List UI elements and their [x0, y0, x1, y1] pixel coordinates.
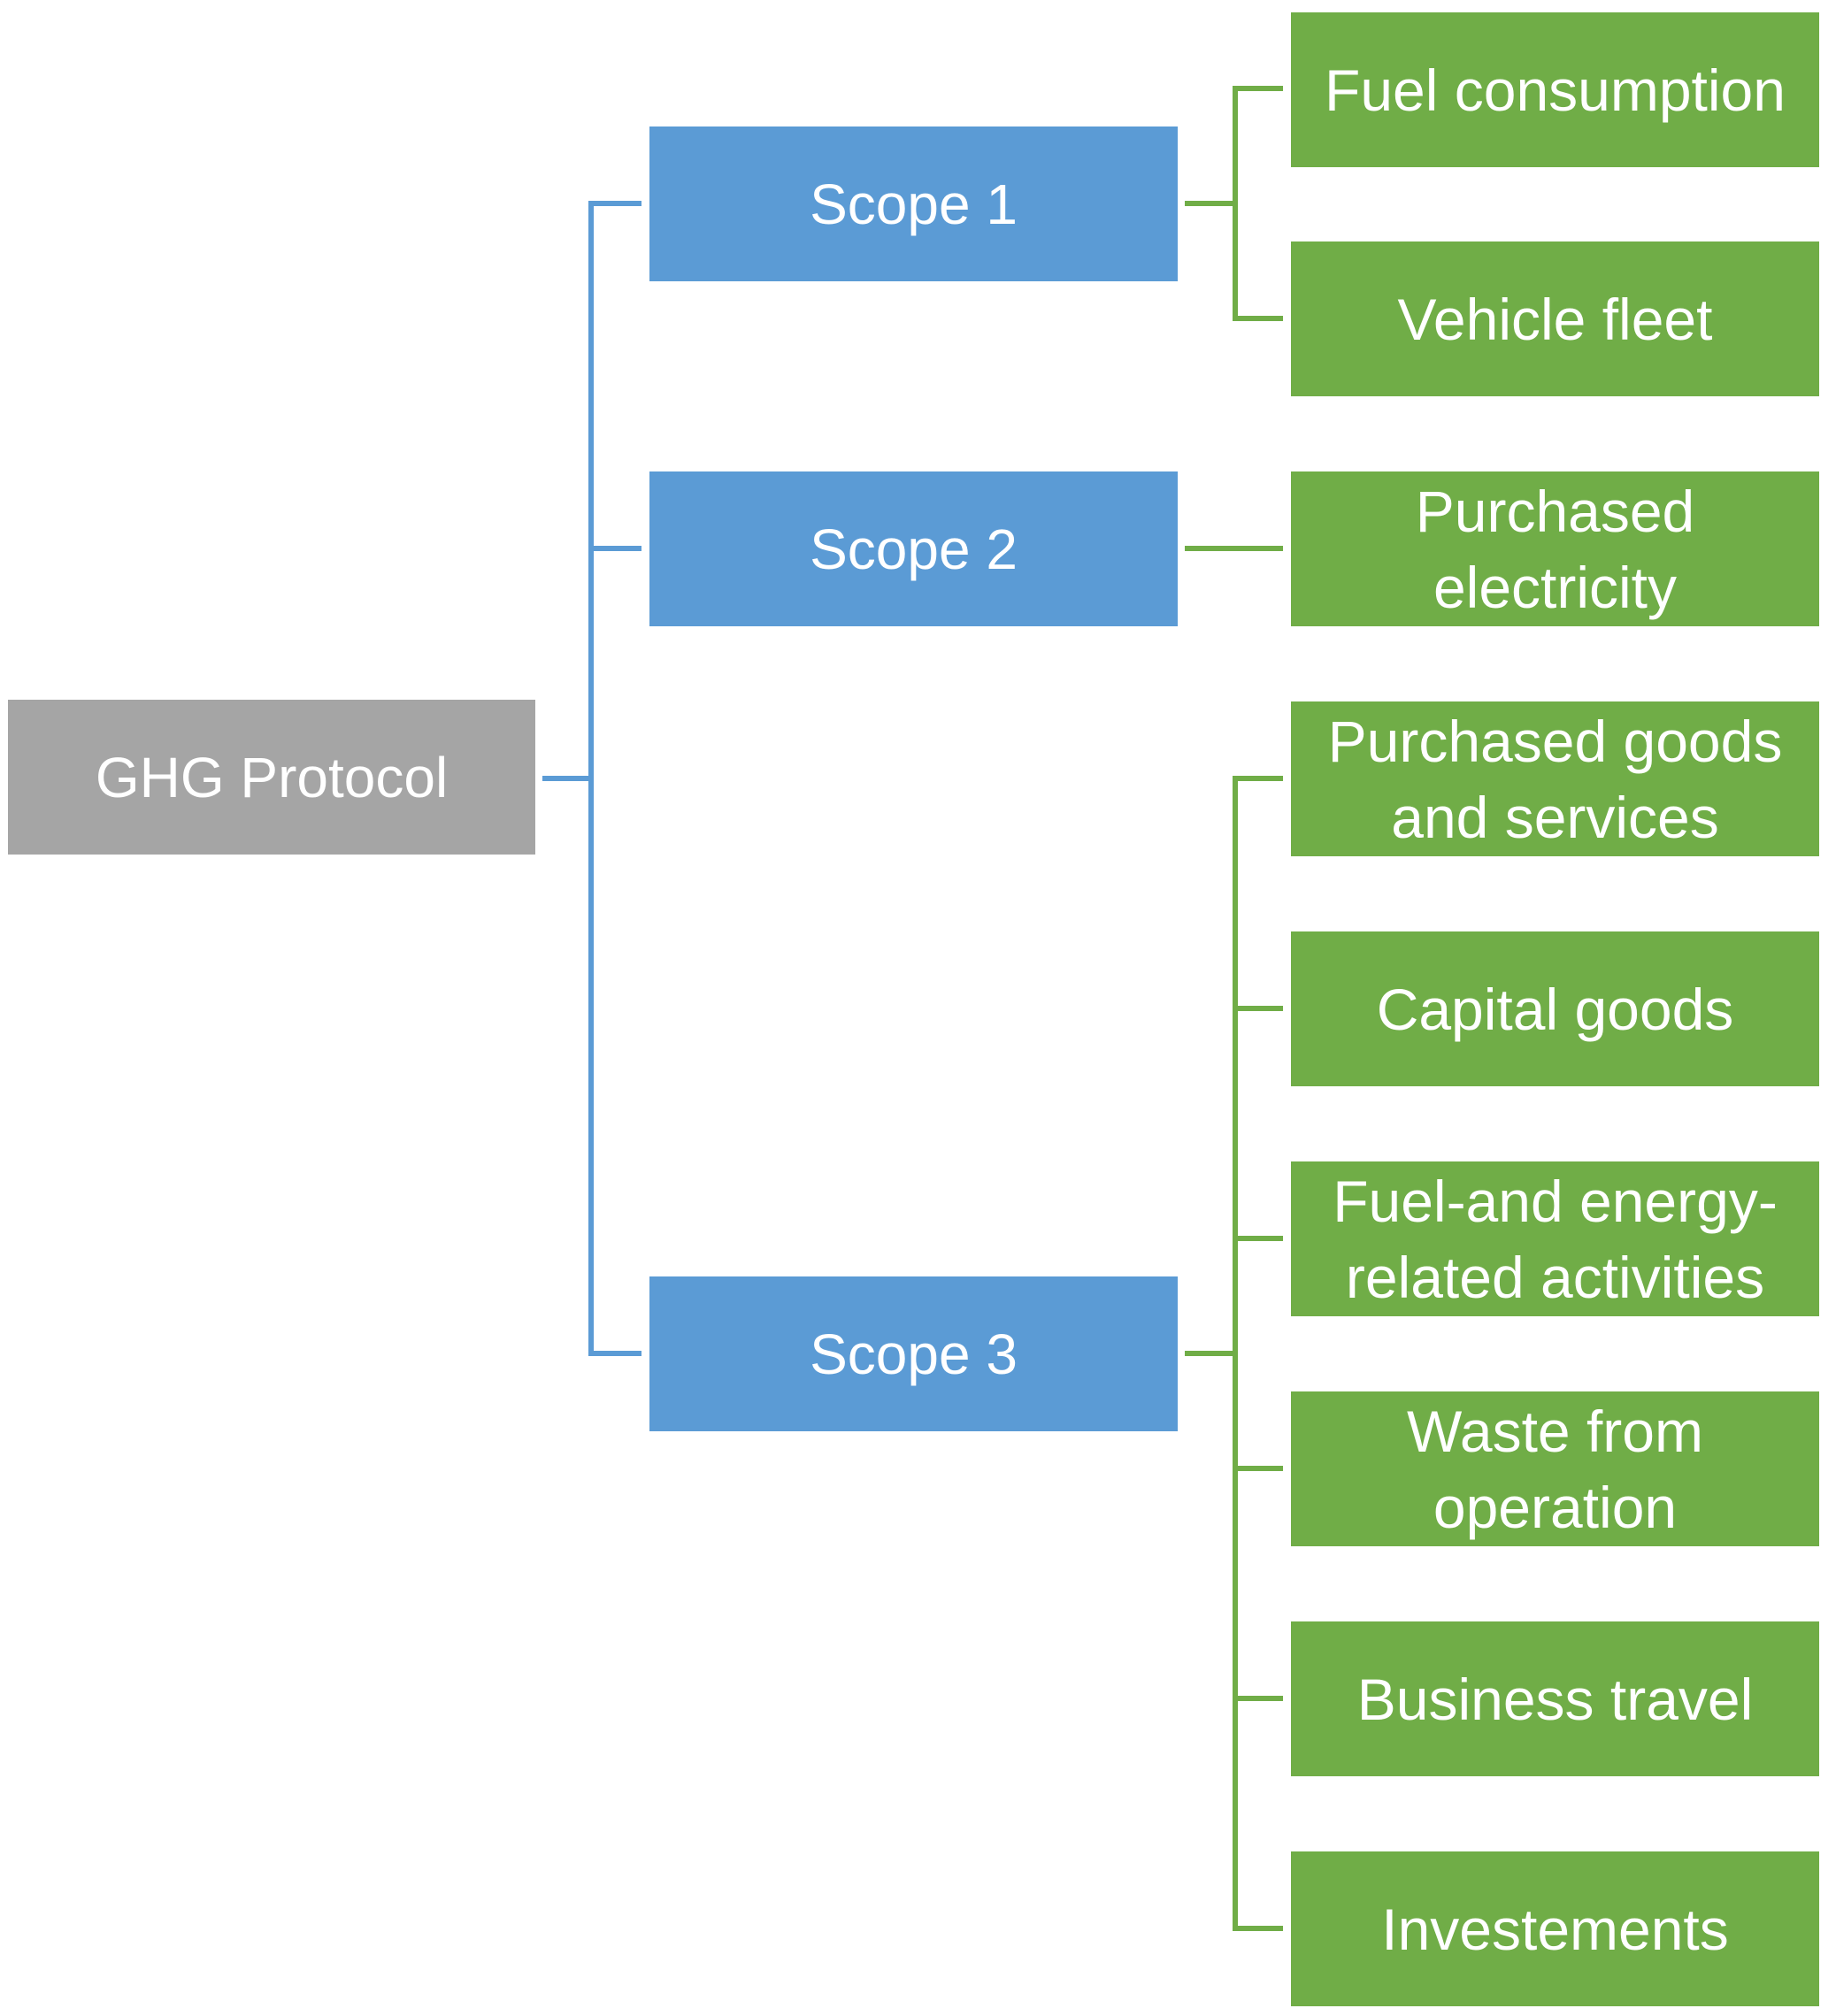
scope-node-label: Scope 1	[810, 172, 1018, 236]
leaf-node-fuel-and-energy-related-activities: Fuel-and energy- related activities	[1291, 1161, 1819, 1316]
leaf-node-fuel-consumption: Fuel consumption	[1291, 12, 1819, 167]
scope-node-3: Scope 3	[649, 1276, 1178, 1431]
leaf-node-purchased-goods-and-services: Purchased goods and services	[1291, 701, 1819, 856]
scope-node-1: Scope 1	[649, 126, 1178, 281]
leaf-node-label: Fuel consumption	[1325, 57, 1786, 123]
leaf-node-label: Investements	[1381, 1896, 1729, 1962]
scope-node-label: Scope 3	[810, 1322, 1018, 1386]
leaf-node-label: Purchased electricity	[1415, 478, 1695, 620]
leaf-node-label: Fuel-and energy- related activities	[1333, 1168, 1778, 1310]
leaf-node-vehicle-fleet: Vehicle fleet	[1291, 241, 1819, 396]
leaf-node-purchased-electricity: Purchased electricity	[1291, 471, 1819, 626]
root-node-label: GHG Protocol	[95, 745, 449, 809]
root-node-ghg-protocol: GHG Protocol	[8, 700, 535, 855]
connector-root-to-scope-3	[588, 778, 641, 1356]
connector-scope-1-to-fuel-consumption	[1185, 86, 1283, 206]
leaf-node-capital-goods: Capital goods	[1291, 931, 1819, 1086]
connector-scope-1-to-vehicle-fleet	[1233, 203, 1283, 321]
scope-node-label: Scope 2	[810, 517, 1018, 581]
leaf-node-business-travel: Business travel	[1291, 1621, 1819, 1776]
leaf-node-waste-from-operation: Waste from operation	[1291, 1391, 1819, 1546]
leaf-node-label: Business travel	[1356, 1666, 1754, 1732]
leaf-node-label: Purchased goods and services	[1327, 708, 1783, 850]
leaf-node-label: Capital goods	[1376, 976, 1734, 1042]
leaf-node-label: Waste from operation	[1407, 1398, 1703, 1540]
connector-root-to-scope-1	[542, 201, 641, 781]
leaf-node-investements: Investements	[1291, 1851, 1819, 2006]
leaf-node-label: Vehicle fleet	[1397, 286, 1713, 352]
scope-node-2: Scope 2	[649, 471, 1178, 626]
